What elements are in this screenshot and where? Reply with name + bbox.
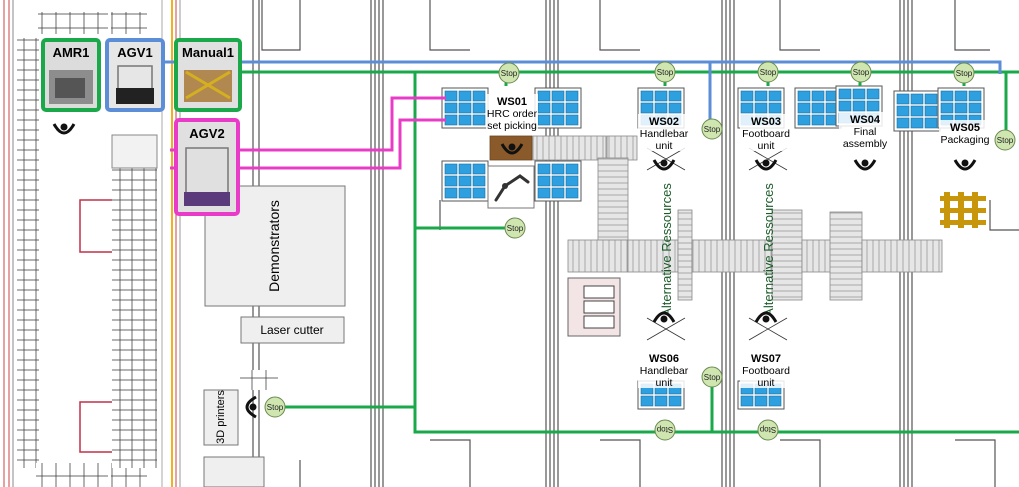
ws05-id: WS05 <box>950 122 980 134</box>
stop-label: Stop <box>657 68 674 77</box>
ws03-desc-1: Footboard <box>742 128 790 140</box>
ws02-desc-2: unit <box>656 140 673 152</box>
ws03-id: WS03 <box>751 116 781 128</box>
agv2-label: AGV2 <box>189 126 224 141</box>
alternative-ressources-label-1: Alternative Ressources <box>659 183 674 317</box>
stop-marker-5[interactable]: Stop <box>954 63 974 83</box>
stop-label: Stop <box>759 425 776 434</box>
stop-label: Stop <box>997 136 1014 145</box>
ws02-desc-1: Handlebar <box>640 128 689 140</box>
crate-rack <box>568 278 620 336</box>
vehicle-agv2[interactable]: AGV2 <box>176 120 238 214</box>
worker-icon-5 <box>855 160 875 170</box>
manual1-label: Manual1 <box>182 45 234 60</box>
worker-icon-6 <box>955 160 975 170</box>
stop-label: Stop <box>656 425 673 434</box>
ws04-desc-2: assembly <box>843 138 888 150</box>
stop-marker-7[interactable]: Stop <box>702 119 722 139</box>
pallet <box>940 192 986 228</box>
stop-label: Stop <box>704 373 721 382</box>
shelf-7 <box>795 88 841 128</box>
stop-label: Stop <box>507 224 524 233</box>
stop-label: Stop <box>760 68 777 77</box>
ws02-id: WS02 <box>649 116 679 128</box>
printers-label: 3D printers <box>215 390 227 444</box>
ws03-desc-2: unit <box>758 140 775 152</box>
agv1-label: AGV1 <box>117 45 152 60</box>
ws05-desc-1: Packaging <box>940 134 989 146</box>
stop-marker-2[interactable]: Stop <box>655 62 675 82</box>
stop-label: Stop <box>704 125 721 134</box>
stop-label: Stop <box>267 403 284 412</box>
stop-marker-11[interactable]: Stop <box>655 420 675 440</box>
ws07-desc-2: unit <box>758 377 775 389</box>
demonstrators-label: Demonstrators <box>266 200 282 292</box>
ws01-desc-1: HRC order <box>487 108 538 120</box>
laser-cutter-area: Laser cutter <box>241 317 344 343</box>
stop-label: Stop <box>853 68 870 77</box>
vehicle-agv1[interactable]: AGV1 <box>107 40 163 110</box>
stop-marker-12[interactable]: Stop <box>758 420 778 440</box>
stop-marker-3[interactable]: Stop <box>758 62 778 82</box>
vehicle-manual1[interactable]: Manual1 <box>176 40 240 110</box>
worker-icon-3 <box>654 160 674 170</box>
stop-marker-4[interactable]: Stop <box>851 62 871 82</box>
ws01-id: WS01 <box>497 96 527 108</box>
shelf-9 <box>894 91 940 131</box>
stop-label: Stop <box>501 69 518 78</box>
ws06-desc-2: unit <box>656 377 673 389</box>
vehicle-amr1[interactable]: AMR1 <box>43 40 99 110</box>
stop-marker-10[interactable]: Stop <box>265 397 285 417</box>
worker-icon-9 <box>247 397 257 417</box>
worker-icon-4 <box>756 160 776 170</box>
cobot-icon <box>488 166 534 208</box>
ws01-desc-2: set picking <box>487 120 537 132</box>
ws07-desc-1: Footboard <box>742 365 790 377</box>
ws07-id: WS07 <box>751 353 781 365</box>
shelf-1 <box>442 88 488 128</box>
ws06-id: WS06 <box>649 353 679 365</box>
worker-icon-1 <box>54 124 74 134</box>
ws04-desc-1: Final <box>854 126 877 138</box>
stop-marker-1[interactable]: Stop <box>499 63 519 83</box>
ws06-desc-1: Handlebar <box>640 365 689 377</box>
shelf-3 <box>442 161 488 201</box>
amr1-label: AMR1 <box>53 45 90 60</box>
ws04-id: WS04 <box>850 114 881 126</box>
laser-cutter-label: Laser cutter <box>260 323 323 337</box>
shelf-4 <box>535 161 581 201</box>
alternative-ressources-label-2: Alternative Ressources <box>761 183 776 317</box>
stop-marker-6[interactable]: Stop <box>995 130 1015 150</box>
shelf-2 <box>535 88 581 128</box>
printers-area: 3D printers <box>204 370 278 487</box>
stop-marker-8[interactable]: Stop <box>505 218 525 238</box>
stop-marker-9[interactable]: Stop <box>702 367 722 387</box>
stop-label: Stop <box>956 69 973 78</box>
